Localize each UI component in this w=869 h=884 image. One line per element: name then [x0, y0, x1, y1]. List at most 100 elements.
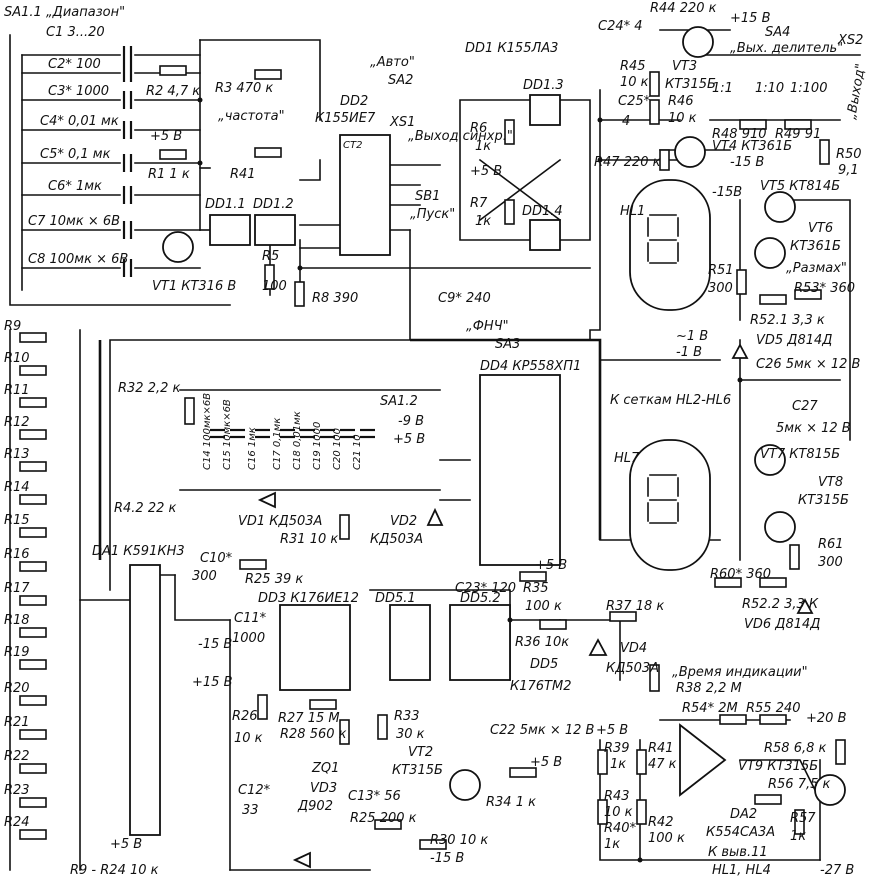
label-p5v-b: +5 В: [470, 164, 502, 179]
wiring: [9, 29, 861, 871]
junction-dots: [197, 97, 743, 863]
label-xs2: XS2: [837, 33, 863, 48]
label-r7: R7: [470, 196, 488, 211]
label-c8: C8 100мк × 6В: [28, 252, 128, 267]
label-c11: C11*: [234, 611, 267, 626]
label-vt4: VT4 КТ361Б: [712, 139, 792, 154]
label-r14: R14: [4, 480, 30, 495]
label-r38: R38 2,2 М: [676, 681, 742, 696]
label-r56: R56 7,5 к: [768, 777, 831, 792]
label-vt1: VT1 КТ316 В: [152, 279, 236, 294]
capacitor-bank: [210, 428, 375, 439]
label-r60: R60* 360: [710, 567, 771, 582]
label-r25: R25 39 к: [245, 572, 303, 587]
label-p5v-e: +5 В: [596, 723, 628, 738]
label-chastota: „частота": [218, 109, 285, 124]
label-c24: C24* 4: [598, 19, 643, 34]
label-vd3t: Д902: [297, 799, 333, 814]
label-k-setkam: К сеткам HL2-HL6: [610, 393, 731, 408]
label-r47: R47 220 к: [594, 155, 661, 170]
label-p5v-d: +5 В: [535, 558, 567, 573]
label-c15: C15 10мк×6В: [222, 399, 233, 470]
label-vt8: VT8: [818, 475, 843, 490]
label-r5: R5: [262, 249, 279, 264]
label-r34: R34 1 к: [486, 795, 536, 810]
label-pusk: „Пуск": [410, 207, 455, 222]
label-r58: R58 6,8 к: [764, 741, 827, 756]
label-vt8t: КТ315Б: [798, 493, 849, 508]
label-vt9: VT9 КТ315Б: [738, 759, 818, 774]
label-r6v: 1к: [475, 139, 491, 154]
label-c12v: 33: [242, 803, 259, 818]
label-dd5t: К176ТМ2: [510, 679, 571, 694]
label-c4: C4* 0,01 мк: [40, 114, 119, 129]
label-r23: R23: [4, 783, 30, 798]
label-avto: „Авто": [370, 55, 415, 70]
label-sa12: SA1.2: [380, 394, 418, 409]
label-sb1: SB1: [415, 189, 440, 204]
label-c25v: 4: [622, 114, 630, 129]
label-vd2: VD2: [390, 514, 417, 529]
label-c2: C2* 100: [48, 57, 101, 72]
label-r44: R44 220 к: [650, 1, 717, 16]
label-vd2t: КД503А: [370, 532, 423, 547]
label-p5v-c: +5 В: [393, 432, 425, 447]
label-r28: R28 560 к: [280, 727, 347, 742]
label-vt3t: КТ315Б: [665, 77, 716, 92]
label-dd14: DD1.4: [522, 204, 563, 219]
label-dd2t: К155ИЕ7: [315, 111, 376, 126]
label-xs1: XS1: [389, 115, 415, 130]
label-r30: R30 10 к: [430, 833, 488, 848]
label-c7: C7 10мк × 6В: [28, 214, 120, 229]
label-r9r24: R9 - R24 10 к: [70, 863, 159, 878]
label-r13: R13: [4, 447, 30, 462]
label-r5v: 100: [262, 279, 287, 294]
label-c6: C6* 1мк: [48, 179, 102, 194]
label-r48: R48 910: [712, 127, 767, 142]
label-r6: R6: [470, 121, 487, 136]
label-r25b: R25 200 к: [350, 811, 417, 826]
label-dd51: DD5.1: [375, 591, 416, 606]
label-c17: C17 0,1мк: [272, 418, 283, 470]
label-r8: R8 390: [312, 291, 358, 306]
label-r21: R21: [4, 715, 30, 730]
label-hl14: HL1, HL4: [712, 863, 771, 878]
indicator-tubes: [629, 179, 711, 571]
label-ct2: CT2: [343, 140, 362, 151]
label-sa2: SA2: [388, 73, 413, 88]
label-da2t: К554СА3А: [706, 825, 775, 840]
label-r26: R26: [232, 709, 258, 724]
label-c18: C18 0,01мк: [292, 411, 303, 470]
label-r40: R40*: [604, 821, 637, 836]
text-labels: SA1.1 „Диапазон" C1 3...20 C2* 100 C3* 1…: [4, 1, 869, 878]
label-dd12: DD1.2: [253, 197, 294, 212]
label-dd11: DD1.1: [205, 197, 246, 212]
label-c13: C13* 56: [348, 789, 401, 804]
label-vt5: VT5 КТ814Б: [760, 179, 840, 194]
label-r61v: 300: [818, 555, 843, 570]
label-r19: R19: [4, 645, 30, 660]
label-p5v-g: +5 В: [110, 837, 142, 852]
label-r39: R39: [604, 741, 630, 756]
label-dd3: DD3 К176ИЕ12: [258, 591, 359, 606]
label-vremya: „Время индикации": [672, 665, 808, 680]
label-r522: R52.2 3,3 К: [742, 597, 819, 612]
label-m15v-c: -15 В: [198, 637, 232, 652]
label-r1: R1 1 к: [148, 167, 190, 182]
label-vd4: VD4: [620, 641, 647, 656]
label-r36: R36 10к: [515, 635, 569, 650]
capacitors-c1-c8: [122, 46, 133, 277]
label-vt2t: КТ315Б: [392, 763, 443, 778]
label-p15v-a: +15 В: [730, 11, 771, 26]
label-m27v: -27 В: [820, 863, 854, 878]
label-dd2: DD2: [340, 94, 368, 109]
label-r51v: 300: [708, 281, 733, 296]
label-r39v: 1к: [610, 757, 626, 772]
label-r20: R20: [4, 681, 30, 696]
label-vd6: VD6 Д814Д: [744, 617, 820, 632]
label-c10v: 300: [192, 569, 217, 584]
label-vyhod: „Выход": [844, 62, 869, 120]
resistor-ladder: [19, 332, 47, 840]
